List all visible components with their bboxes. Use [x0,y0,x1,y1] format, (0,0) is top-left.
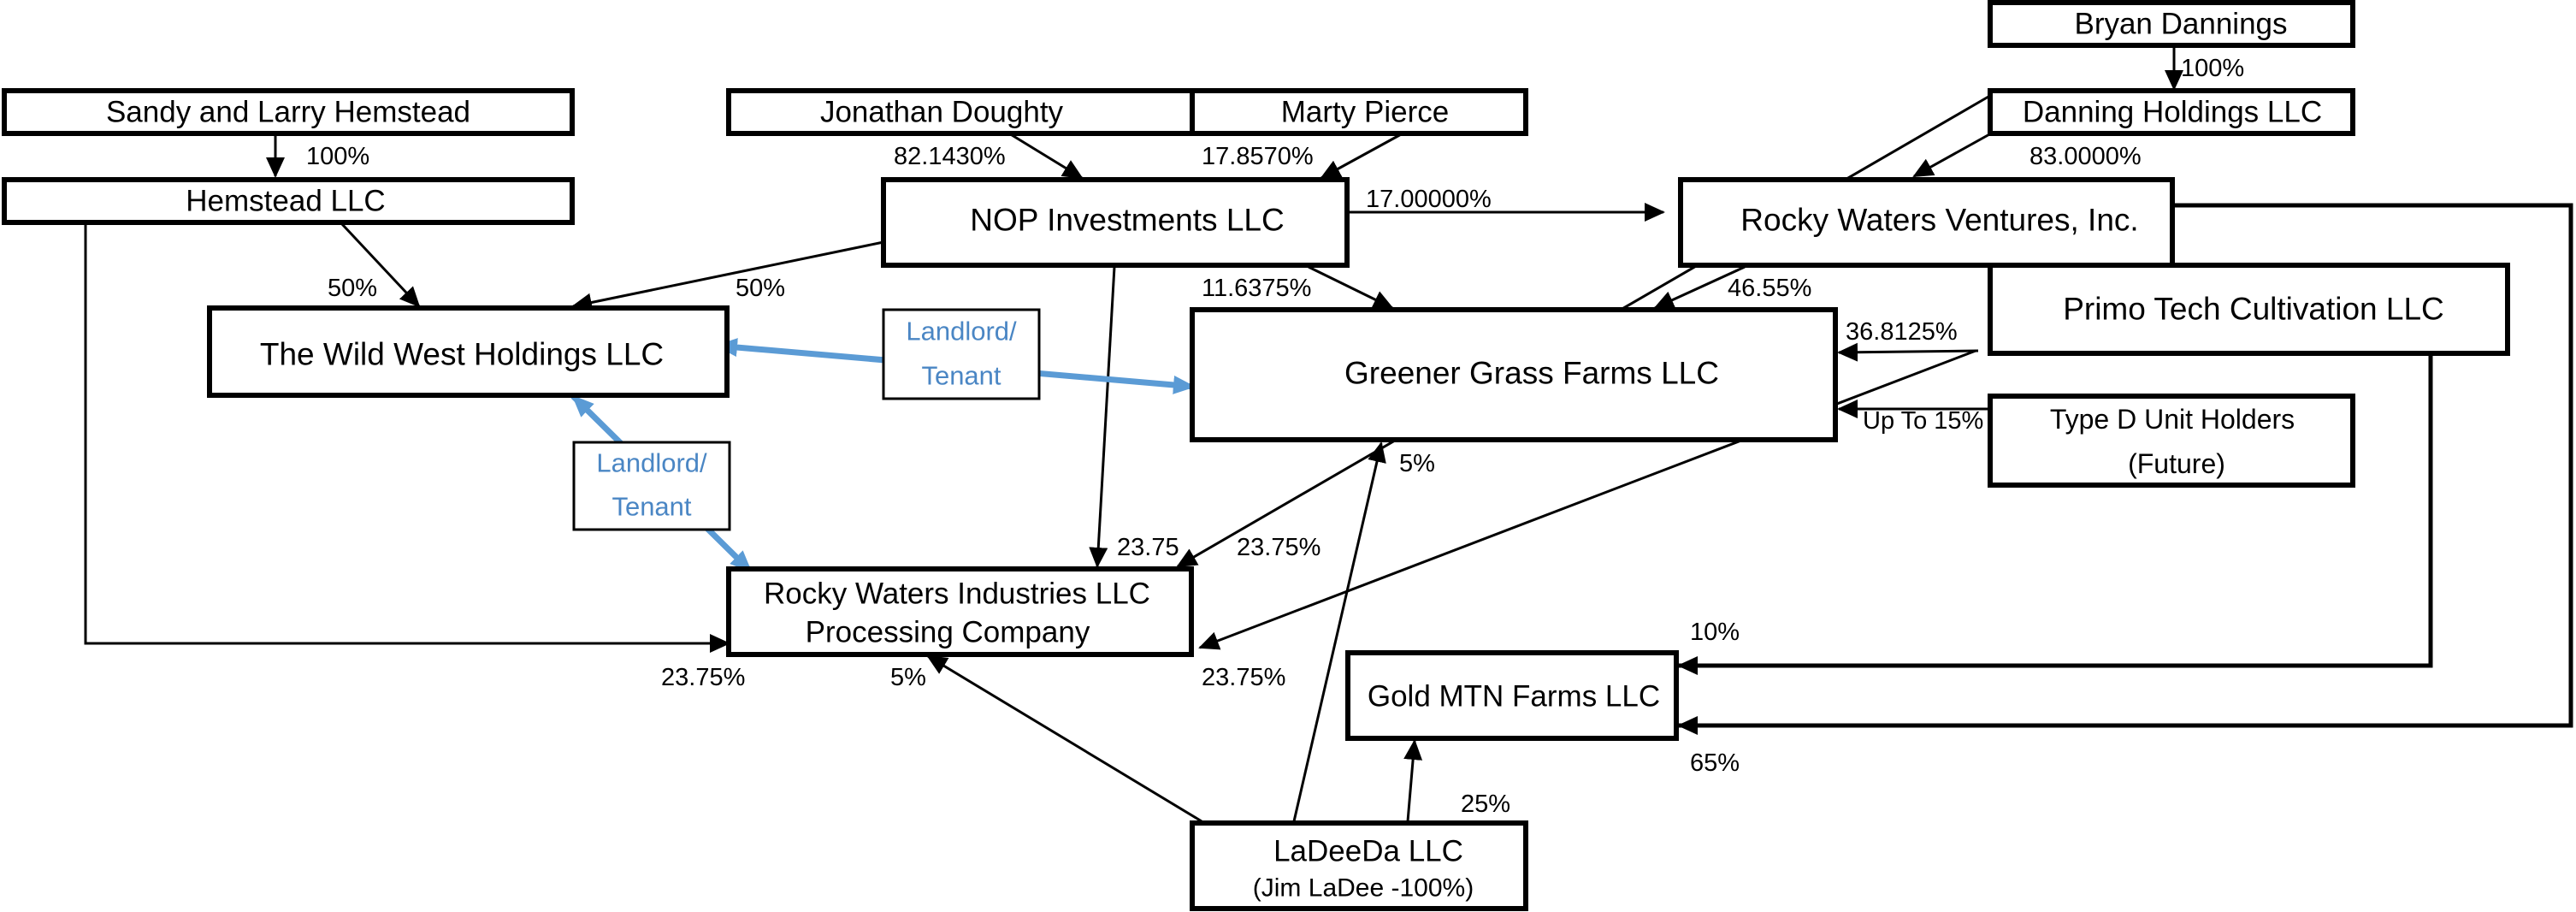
entity-nop-investments: NOP Investments LLC [881,177,1350,268]
entity-label: Jonathan Doughty [820,96,1064,129]
entity-label: Marty Pierce [1281,96,1449,129]
edge-primo-greener [1837,342,1979,362]
pct-ladeeda-rwi: 5% [890,664,926,691]
pct-rwv-greener: 46.55% [1728,275,1811,302]
pct-nop-rwi: 23.75% [1237,534,1320,561]
pct-bryan-danning: 100% [2181,55,2244,82]
ownership-labels: 100% 50% 50% 82.1430% 17.8570% 17.00000%… [306,55,2244,818]
edge-rwv-gold [1677,203,2573,735]
entity-label: LaDeeDa LLC [1273,835,1463,868]
edge-primo-rwi [1198,349,1976,650]
entity-jonathan-doughty: Jonathan Doughty [726,88,1195,136]
entity-sandy-larry-hemstead: Sandy and Larry Hemstead [2,88,575,136]
entity-bryan-dannings: Bryan Dannings [1988,0,2355,48]
pct-primo-greener: 36.8125% [1846,318,1958,346]
entity-label: Rocky Waters Industries LLC [764,577,1150,611]
pct-hemstead-wildwest: 50% [328,275,377,302]
edge-hemstead-wildwest [340,222,421,308]
edge-danning-rwv [1912,132,1992,178]
pct-nop-rwv: 17.00000% [1366,186,1492,213]
entity-sublabel: Processing Company [806,616,1090,649]
edge-marty-nop [1320,132,1403,180]
pct-jonathan-nop: 82.1430% [894,143,1006,170]
entity-label: Greener Grass Farms LLC [1344,356,1719,391]
entity-type-d-unit-holders: Type D Unit Holders (Future) [1988,394,2355,488]
entity-hemstead-llc: Hemstead LLC [2,177,575,225]
edge-hemstead-rwi [84,224,730,653]
entity-sublabel: (Jim LaDee -100%) [1253,874,1474,903]
entity-gold-mtn-farms: Gold MTN Farms LLC [1345,650,1679,741]
pct-nop-wildwest: 50% [736,275,785,302]
relation-label: Tenant [612,492,691,522]
pct-ladeeda-gold: 25% [1461,791,1510,818]
entity-label: Danning Holdings LLC [2023,96,2322,129]
pct-typed-greener: Up To 15% [1863,407,1983,435]
edge-nop-greener [1308,265,1394,310]
pct-primo-gold: 10% [1690,619,1740,646]
edge-ladeeda-gold [1403,739,1423,822]
entity-ladeeda-llc: LaDeeDa LLC (Jim LaDee -100%) [1190,820,1528,911]
pct-primo-rwi: 23.75% [1202,664,1285,691]
edge-jonathan-nop [1008,132,1084,180]
relation-label: Landlord/ [596,448,707,478]
landlord-tenant-note-top: Landlord/ Tenant [882,308,1041,400]
pct-ladeeda-greener: 5% [1399,450,1435,477]
relation-label: Tenant [921,361,1001,391]
edge-rwv-greener [1653,265,1746,310]
pct-danning-rwv: 83.0000% [2029,143,2142,170]
entity-danning-holdings: Danning Holdings LLC [1988,88,2355,136]
pct-sandy-hemstead: 100% [306,143,369,170]
entity-label: Bryan Dannings [2074,8,2287,41]
entity-marty-pierce: Marty Pierce [1190,88,1528,136]
landlord-tenant-note-left: Landlord/ Tenant [572,441,731,531]
pct-danning-rwi: 23.75 [1117,534,1179,561]
entity-label: Sandy and Larry Hemstead [106,96,470,129]
pct-hemstead-rwi: 23.75% [661,664,745,691]
entity-sublabel: (Future) [2128,448,2225,479]
entity-label: Hemstead LLC [186,185,385,218]
edge-primo-gold [1677,355,2433,675]
entity-rocky-waters-ventures: Rocky Waters Ventures, Inc. [1678,177,2175,268]
entity-label: Type D Unit Holders [2050,404,2295,435]
entity-primo-tech: Primo Tech Cultivation LLC [1988,263,2510,356]
edge-nop-wildwest [571,240,884,312]
entity-label: NOP Investments LLC [970,203,1284,238]
entity-label: Primo Tech Cultivation LLC [2063,292,2444,327]
edge-nop-rwi [1089,266,1116,568]
entity-greener-grass-farms: Greener Grass Farms LLC [1190,307,1838,442]
entity-label: Gold MTN Farms LLC [1368,680,1660,714]
entity-wild-west-holdings: The Wild West Holdings LLC [207,305,730,398]
pct-marty-nop: 17.8570% [1202,143,1314,170]
edge-ladeeda-rwi [926,654,1202,823]
relation-label: Landlord/ [906,317,1017,346]
entity-rocky-waters-industries: Rocky Waters Industries LLC Processing C… [726,566,1194,657]
entity-label: The Wild West Holdings LLC [260,337,664,372]
pct-rwv-gold: 65% [1690,749,1740,777]
pct-nop-greener: 11.6375% [1202,275,1311,302]
edge-ladeeda-greener [1292,441,1386,822]
entity-label: Rocky Waters Ventures, Inc. [1740,203,2138,238]
